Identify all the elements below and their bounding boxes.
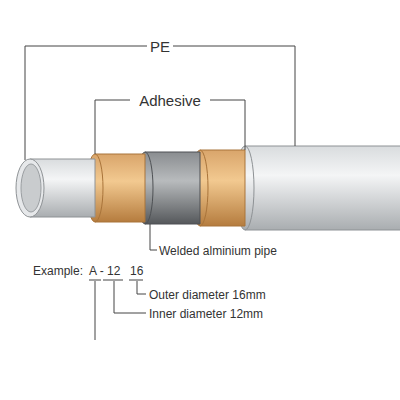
dimension-label: Outer diameter 16mm [149, 288, 266, 302]
example-label: Example: [33, 264, 83, 278]
code-label: 16 [130, 264, 143, 278]
part-label: Welded alminium pipe [159, 244, 277, 258]
code-label: A - 12 [89, 264, 120, 278]
dimension-label: Inner diameter 12mm [149, 307, 263, 321]
part-label: Adhesive [136, 92, 204, 109]
part-label: PE [147, 38, 173, 55]
